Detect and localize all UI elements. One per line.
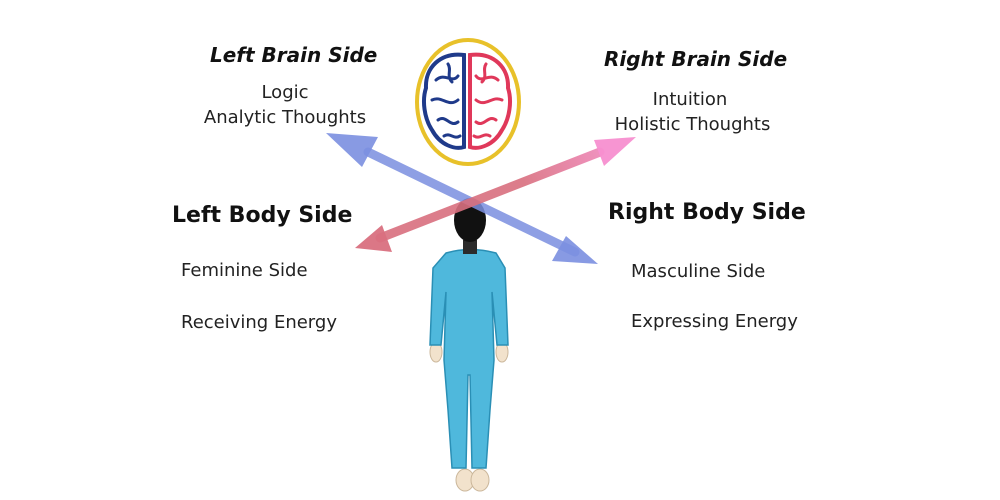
arrow-head-up-left bbox=[326, 133, 378, 167]
arrow-head-down-right bbox=[552, 236, 598, 264]
arrow-head-down-left bbox=[355, 225, 392, 252]
right-body-title: Right Body Side bbox=[608, 200, 806, 225]
left-folds bbox=[430, 62, 462, 139]
right-body-trait-masculine: Masculine Side bbox=[631, 261, 766, 282]
left-brain-title: Left Brain Side bbox=[210, 43, 378, 67]
right-brain-trait-holistic: Holistic Thoughts bbox=[614, 114, 771, 135]
right-brain-title: Right Brain Side bbox=[604, 47, 788, 71]
right-foot bbox=[470, 468, 490, 492]
brain-icon bbox=[415, 38, 521, 166]
right-brain-arrow bbox=[355, 137, 636, 252]
left-brain-trait-analytic: Analytic Thoughts bbox=[203, 107, 367, 128]
blue-suit bbox=[429, 248, 509, 469]
left-brain-trait-logic: Logic bbox=[261, 82, 309, 103]
left-body-trait-receiving: Receiving Energy bbox=[181, 312, 337, 333]
right-folds bbox=[472, 62, 504, 139]
arrow-head-up-right bbox=[594, 137, 636, 166]
neck bbox=[463, 240, 477, 254]
right-body-trait-expressing: Expressing Energy bbox=[631, 311, 798, 332]
right-brain-trait-intuition: Intuition bbox=[652, 89, 728, 110]
left-body-title: Left Body Side bbox=[172, 203, 353, 228]
person-figure bbox=[429, 198, 509, 492]
left-body-trait-feminine: Feminine Side bbox=[181, 260, 308, 281]
